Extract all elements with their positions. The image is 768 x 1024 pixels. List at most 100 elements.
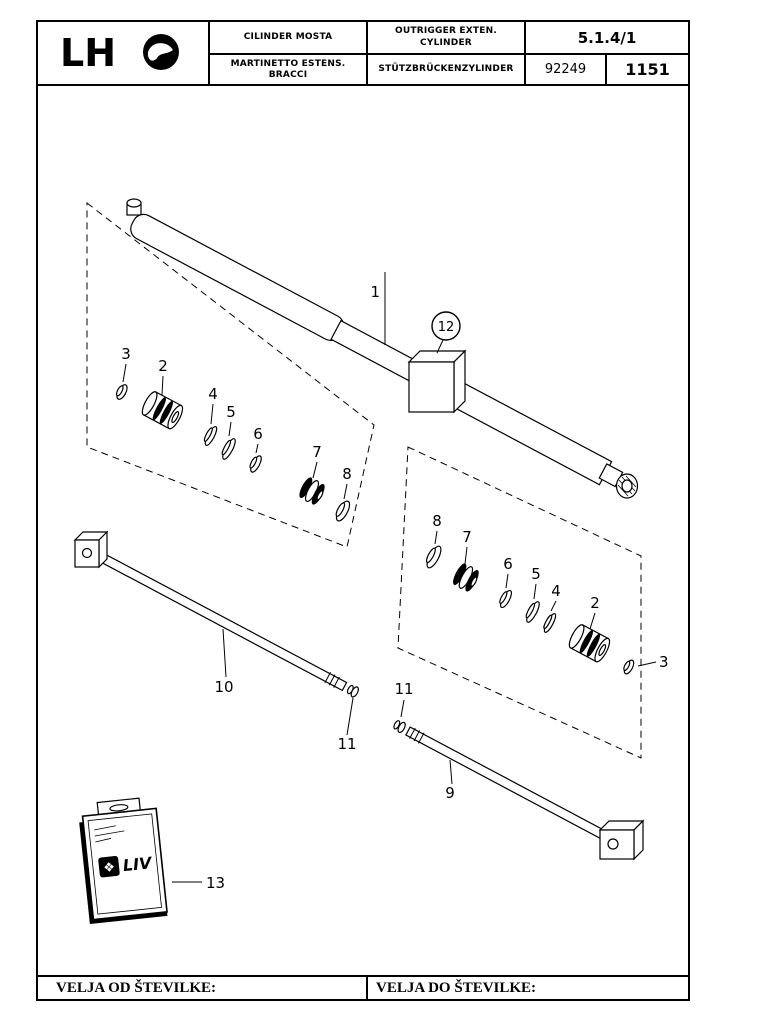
valid-from-label: VELJA OD ŠTEVILKE: [56,979,217,996]
page-number: 1151 [625,60,670,79]
title-row-en: OUTRIGGER EXTEN. CYLINDER [368,22,524,55]
rod-9-clevis [598,819,645,861]
dashed-region-right [397,446,642,759]
part-label-4-left: 4 [208,385,218,425]
part-11-fitting-left [346,684,359,698]
svg-text:5: 5 [226,403,236,421]
diagram-area: ❖ LIV 1 12 3 2 4 [36,84,690,977]
package-logo-text: LIV [122,853,154,875]
svg-text:6: 6 [503,555,513,573]
part-label-11-left: 11 [337,697,357,753]
part-7-seal-right [453,563,479,592]
part-label-1: 1 [370,272,386,345]
title-english-line2: CYLINDER [420,38,472,48]
title-row-de: STÜTZBRÜCKENZYLINDER [368,55,524,84]
number-row: 92249 1151 [526,55,688,84]
svg-text:1: 1 [370,283,380,301]
logo-cell: LH [38,22,210,84]
title-english-line1: OUTRIGGER EXTEN. [395,26,497,36]
part-label-5-right: 5 [531,565,541,600]
part-8-ring-right [425,545,442,569]
svg-text:5: 5 [531,565,541,583]
svg-text:13: 13 [206,874,225,892]
part-label-12: 12 [431,311,461,354]
svg-text:8: 8 [432,512,442,530]
svg-text:3: 3 [659,653,669,671]
title-column-2: OUTRIGGER EXTEN. CYLINDER STÜTZBRÜCKENZY… [368,22,526,84]
title-row-sl: CILINDER MOSTA [210,22,366,55]
part-5-ring-left [221,438,236,460]
rod-part-10 [73,530,348,692]
part-2-piston-right [568,624,611,663]
valid-to-label: VELJA DO ŠTEVILKE: [376,979,537,996]
svg-text:9: 9 [445,784,455,802]
cylinder-block-part-12 [407,349,467,414]
cylinder-pin-boss [126,198,142,216]
part-label-6-right: 6 [503,555,513,589]
part-label-4-right: 4 [550,582,561,612]
svg-text:6: 6 [253,425,263,443]
svg-text:4: 4 [551,582,561,600]
part-label-2-left: 2 [158,357,168,396]
part-label-11-right: 11 [394,680,414,718]
svg-text:2: 2 [590,594,600,612]
part-label-9: 9 [445,759,455,802]
title-row-it: MARTINETTO ESTENS. BRACCI [210,55,366,84]
part-label-6-left: 6 [253,425,263,454]
part-label-7-left: 7 [312,443,322,479]
title-german: STÜTZBRÜCKENZYLINDER [378,64,514,74]
part-label-5-left: 5 [226,403,236,437]
svg-text:10: 10 [214,678,233,696]
svg-text:3: 3 [121,345,131,363]
svg-text:7: 7 [462,528,472,546]
exploded-view-diagram: ❖ LIV 1 12 3 2 4 [73,198,669,924]
svg-text:12: 12 [438,320,455,335]
company-logo: LH [60,31,179,75]
part-label-7-right: 7 [462,528,472,565]
seal-kit-package-part-13: ❖ LIV [79,797,168,924]
part-label-13: 13 [172,874,225,892]
part-7-seal-left [299,477,325,505]
footer-valid-from-cell: VELJA OD ŠTEVILKE: [38,977,368,999]
svg-text:11: 11 [337,735,356,753]
part-4-ring-left [203,426,218,446]
part-8-ring-left [335,500,351,522]
part-4-ring-right [543,613,557,633]
cylinder-end-cap [615,473,639,499]
rod-part-9 [405,726,645,861]
main-cylinder-part-1 [126,198,639,499]
svg-text:2: 2 [158,357,168,375]
title-italian-line2: BRACCI [268,69,308,80]
title-italian-line1: MARTINETTO ESTENS. [230,58,346,69]
part-label-3-right: 3 [637,653,669,671]
svg-text:8: 8 [342,465,352,483]
part-code: 92249 [526,55,607,84]
svg-text:11: 11 [394,680,413,698]
part-2-piston-left [141,391,184,430]
svg-text:4: 4 [208,385,218,403]
part-3-ring-left [115,384,128,400]
number-column: 5.1.4/1 92249 1151 [526,22,688,84]
part-label-10: 10 [214,628,234,696]
part-label-8-left: 8 [342,465,352,500]
part-5-ring-right [525,601,540,623]
footer-valid-to-cell: VELJA DO ŠTEVILKE: [368,977,688,999]
part-3-ring-right [623,659,635,675]
part-label-8-right: 8 [432,512,442,545]
part-11-fitting-right [393,720,406,734]
dashed-region-left [86,201,375,548]
logo-text: LH [60,31,116,75]
logo-fish-icon [147,43,173,61]
svg-text:7: 7 [312,443,322,461]
part-label-2-right: 2 [589,594,600,630]
title-slovenian: CILINDER MOSTA [243,32,333,42]
package-logo-clover-icon: ❖ [103,860,116,876]
part-6-ring-right [499,589,513,609]
part-6-ring-left [249,455,262,473]
title-column-1: CILINDER MOSTA MARTINETTO ESTENS. BRACCI [210,22,368,84]
part-label-3-left: 3 [121,345,131,383]
rod-10-clevis [73,530,109,569]
footer-table: VELJA OD ŠTEVILKE: VELJA DO ŠTEVILKE: [36,975,690,1001]
doc-number: 5.1.4/1 [526,22,688,55]
header-table: LH CILINDER MOSTA MARTINETTO ESTENS. BRA… [36,20,690,86]
